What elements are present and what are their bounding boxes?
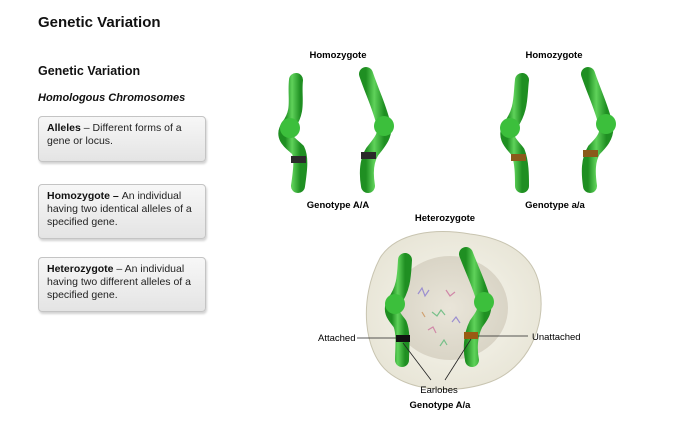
callout-lines xyxy=(357,335,528,381)
chromatin xyxy=(417,286,461,347)
definition-text: Different forms of a gene or locus. xyxy=(47,122,182,147)
trait-label: Earlobes xyxy=(420,385,458,396)
allele-band-recessive xyxy=(464,332,478,339)
chromosome xyxy=(384,253,412,367)
definition-term: Alleles xyxy=(47,122,81,134)
genotype-left-label: Genotype A/A xyxy=(307,200,370,211)
genotype-hetero-label: Genotype A/a xyxy=(410,400,472,411)
allele-band xyxy=(583,150,598,157)
definition-homozygote: Homozygote – An individual having two id… xyxy=(38,184,206,239)
definition-term: Heterozygote xyxy=(47,263,114,275)
subtitle: Homologous Chromosomes xyxy=(38,92,186,104)
homozygote-left-label: Homozygote xyxy=(310,50,367,61)
heterozygote-pair xyxy=(384,247,494,367)
allele-band xyxy=(361,152,376,159)
genotype-right-label: Genotype a/a xyxy=(525,200,585,211)
attached-callout: Attached xyxy=(318,333,356,344)
definition-alleles: Alleles – Different forms of a gene or l… xyxy=(38,116,206,162)
allele-band-dominant xyxy=(396,335,410,342)
chromosome xyxy=(278,73,308,193)
definition-heterozygote: Heterozygote – An individual having two … xyxy=(38,257,206,312)
chromosome xyxy=(500,73,529,193)
definition-text: An individual having two different allel… xyxy=(47,263,191,301)
homozygote-aa-dominant-pair xyxy=(278,67,394,193)
chromosome xyxy=(359,67,394,193)
homozygote-right-label: Homozygote xyxy=(526,50,583,61)
allele-band xyxy=(511,154,526,161)
definition-text: An individual having two identical allel… xyxy=(47,190,192,228)
section-title: Genetic Variation xyxy=(38,64,141,78)
page-title: Genetic Variation xyxy=(38,14,161,31)
chromosome xyxy=(581,67,616,193)
unattached-callout: Unattached xyxy=(532,332,581,343)
definition-term: Homozygote xyxy=(47,190,110,202)
homozygote-aa-recessive-pair xyxy=(500,67,616,193)
heterozygote-label: Heterozygote xyxy=(415,213,475,224)
allele-band xyxy=(291,156,306,163)
chromosome xyxy=(459,247,494,367)
